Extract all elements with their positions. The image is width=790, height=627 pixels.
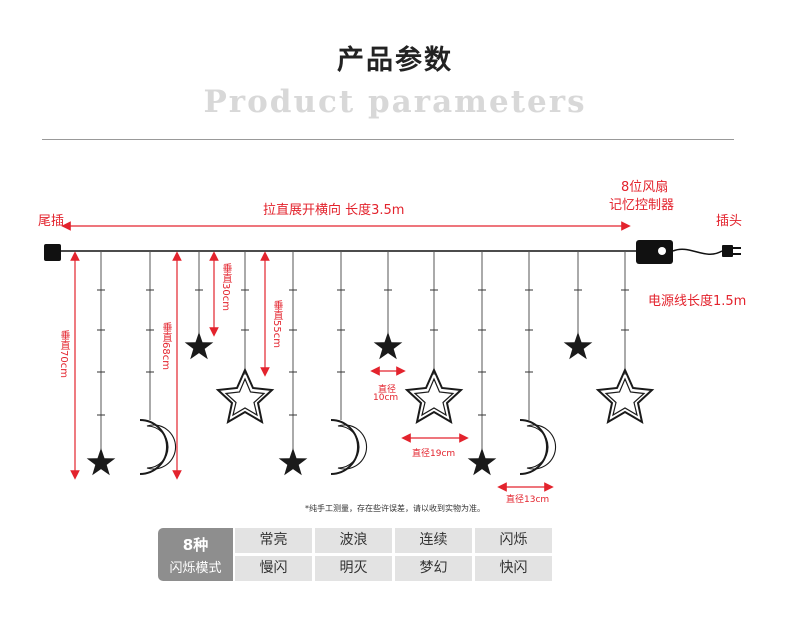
- power-cord: [672, 248, 723, 255]
- v55-label: 垂直55cm: [271, 300, 282, 348]
- v70-label: 垂直70cm: [58, 330, 69, 378]
- small-star-icon: [563, 332, 593, 360]
- mode-item: 连续: [395, 528, 472, 553]
- v30-label: 垂直30cm: [220, 263, 231, 311]
- controller-label-line2: 记忆控制器: [609, 198, 675, 213]
- d10-label-top: 直径: [378, 385, 397, 395]
- plug-label: 插头: [716, 214, 743, 229]
- d13-label: 直径13cm: [506, 495, 550, 505]
- controller-label-line1: 8位风扇: [621, 180, 669, 195]
- page-subtitle: Product parameters: [203, 84, 587, 120]
- outline-star-icon: [404, 367, 464, 425]
- moon-icon: [139, 419, 168, 475]
- controller-button-icon: [658, 247, 666, 255]
- mode-item: 波浪: [315, 528, 392, 553]
- small-star-icon: [467, 448, 497, 476]
- page-title: 产品参数: [337, 45, 453, 76]
- title-divider: [42, 139, 734, 140]
- mode-count: 8种: [182, 536, 209, 554]
- total-length-label: 拉直展开横向 长度3.5m: [263, 203, 405, 218]
- plug-icon: [722, 245, 733, 257]
- small-star-icon: [278, 448, 308, 476]
- mode-item: 明灭: [315, 556, 392, 581]
- tail-label: 尾插: [38, 214, 65, 229]
- measurement-note: *纯手工测量，存在些许误差，请以收到实物为准。: [305, 504, 485, 513]
- d10-label-bottom: 10cm: [373, 393, 399, 403]
- mode-item: 梦幻: [395, 556, 472, 581]
- mode-item: 常亮: [235, 528, 312, 553]
- outline-star-icon: [215, 367, 275, 425]
- flash-modes-header: 8种 闪烁模式: [158, 528, 233, 581]
- flash-modes-table: 8种 闪烁模式 常亮 波浪 连续 闪烁 慢闪 明灭 梦幻 快闪: [158, 528, 632, 581]
- v68-label: 垂直68cm: [160, 322, 171, 370]
- d19-label: 直径19cm: [412, 449, 456, 459]
- controller-box-icon: [636, 240, 673, 264]
- power-cord-label: 电源线长度1.5m: [648, 294, 747, 309]
- outline-star-icon: [595, 367, 655, 425]
- moon-icon: [330, 419, 359, 475]
- mode-item: 快闪: [475, 556, 552, 581]
- small-star-icon: [373, 332, 403, 360]
- mode-title: 闪烁模式: [169, 561, 222, 576]
- moon-icon: [519, 419, 548, 475]
- tail-connector-icon: [44, 244, 61, 261]
- mode-item: 慢闪: [235, 556, 312, 581]
- mode-item: 闪烁: [475, 528, 552, 553]
- small-star-icon: [184, 332, 214, 360]
- small-star-icon: [86, 448, 116, 476]
